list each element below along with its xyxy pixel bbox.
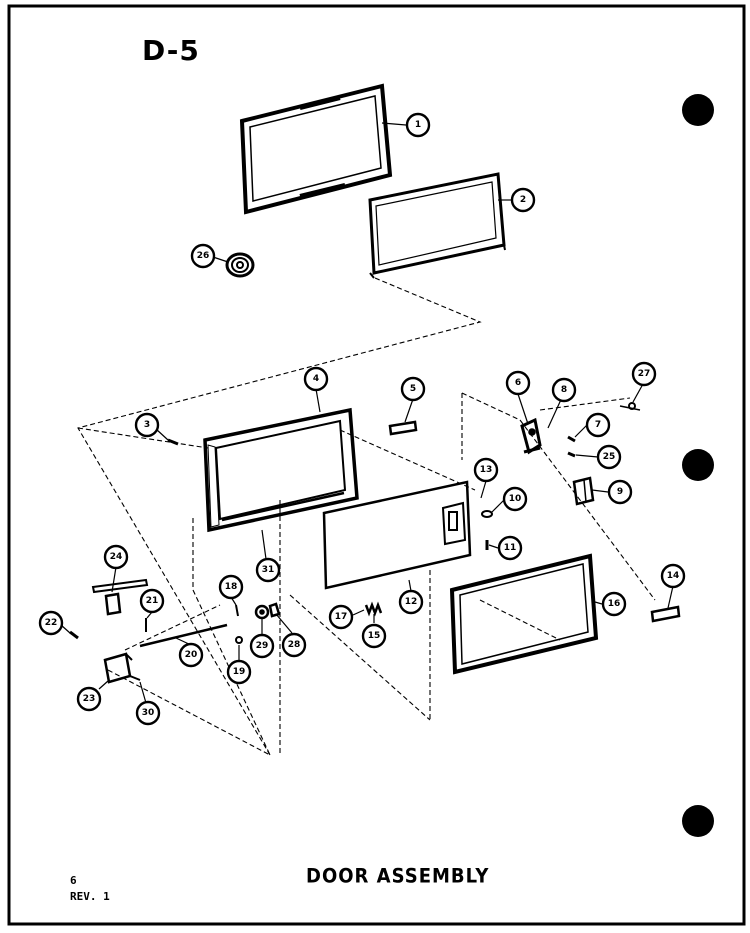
part-latch-assembly xyxy=(520,417,542,455)
svg-text:18: 18 xyxy=(225,582,238,592)
svg-text:24: 24 xyxy=(110,552,123,562)
revision-label: REV. 1 xyxy=(70,890,110,903)
callout-28: 28 xyxy=(281,632,307,658)
svg-text:8: 8 xyxy=(561,385,567,395)
part-rod xyxy=(139,623,228,648)
page-number: 6 xyxy=(70,874,77,887)
svg-text:26: 26 xyxy=(197,251,210,261)
svg-text:7: 7 xyxy=(595,420,601,430)
svg-text:25: 25 xyxy=(603,452,616,462)
part-screw-7 xyxy=(567,435,576,443)
svg-text:12: 12 xyxy=(405,597,418,607)
callout-18: 18 xyxy=(218,574,244,600)
svg-text:13: 13 xyxy=(480,465,493,475)
callout-3: 3 xyxy=(134,412,160,438)
binder-hole-top xyxy=(682,94,714,126)
callout-1: 1 xyxy=(405,112,431,138)
callout-23: 23 xyxy=(76,686,102,712)
callout-22: 22 xyxy=(38,610,64,636)
part-hinge-bracket xyxy=(388,420,418,436)
binder-hole-middle xyxy=(682,449,714,481)
svg-text:5: 5 xyxy=(410,384,416,394)
part-screw-10 xyxy=(481,510,493,518)
callout-7: 7 xyxy=(585,412,611,438)
part-latch-block xyxy=(572,476,595,506)
svg-text:19: 19 xyxy=(233,667,246,677)
callout-2: 2 xyxy=(510,187,536,213)
part-spring-15 xyxy=(364,601,383,617)
svg-text:17: 17 xyxy=(335,612,348,622)
callout-19: 19 xyxy=(226,659,252,685)
part-screw-22 xyxy=(69,630,79,640)
part-door-frame xyxy=(203,407,359,533)
svg-text:2: 2 xyxy=(520,195,526,205)
callout-29: 29 xyxy=(249,633,275,659)
svg-text:15: 15 xyxy=(368,631,381,641)
callout-26: 26 xyxy=(190,243,216,269)
callout-30: 30 xyxy=(135,700,161,726)
callout-27: 27 xyxy=(631,361,657,387)
part-spring-27 xyxy=(619,402,641,411)
page-border xyxy=(7,4,746,926)
binder-hole-bottom xyxy=(682,805,714,837)
svg-text:9: 9 xyxy=(617,487,623,497)
callout-24: 24 xyxy=(103,544,129,570)
part-bushing-28 xyxy=(268,602,281,618)
svg-text:27: 27 xyxy=(638,369,651,379)
svg-text:29: 29 xyxy=(256,641,269,651)
part-cable-coil xyxy=(225,252,255,278)
svg-text:16: 16 xyxy=(608,599,621,609)
svg-text:4: 4 xyxy=(313,374,319,384)
part-screw-18 xyxy=(235,604,239,617)
svg-text:14: 14 xyxy=(667,571,680,581)
callout-4: 4 xyxy=(303,366,329,392)
svg-text:6: 6 xyxy=(515,378,521,388)
part-bushing-29 xyxy=(254,604,270,620)
callout-11: 11 xyxy=(497,535,523,561)
svg-text:23: 23 xyxy=(83,694,96,704)
svg-text:20: 20 xyxy=(185,650,198,660)
page-label: D-5 xyxy=(142,34,200,67)
part-door-inner-panel xyxy=(322,480,472,590)
callout-14: 14 xyxy=(660,563,686,589)
callout-21: 21 xyxy=(139,588,165,614)
svg-text:30: 30 xyxy=(142,708,155,718)
callout-13: 13 xyxy=(473,457,499,483)
part-screw-3 xyxy=(167,438,179,446)
leader-lines xyxy=(60,122,674,704)
callout-17: 17 xyxy=(328,604,354,630)
svg-text:3: 3 xyxy=(144,420,150,430)
callout-20: 20 xyxy=(178,642,204,668)
svg-text:22: 22 xyxy=(45,618,58,628)
callout-9: 9 xyxy=(607,479,633,505)
part-washer-19 xyxy=(235,636,243,644)
svg-text:11: 11 xyxy=(504,543,517,553)
part-door-frame-box xyxy=(368,172,506,279)
callout-25: 25 xyxy=(596,444,622,470)
part-outer-door-panel xyxy=(239,83,393,215)
callout-10: 10 xyxy=(502,486,528,512)
callout-15: 15 xyxy=(361,623,387,649)
part-lever-bracket xyxy=(103,652,141,684)
callout-5: 5 xyxy=(400,376,426,402)
svg-text:21: 21 xyxy=(146,596,159,606)
part-window-frame xyxy=(449,553,599,675)
svg-text:31: 31 xyxy=(262,565,275,575)
svg-text:28: 28 xyxy=(288,640,301,650)
part-handle xyxy=(650,605,681,623)
callout-8: 8 xyxy=(551,377,577,403)
svg-text:1: 1 xyxy=(415,120,421,130)
callout-16: 16 xyxy=(601,591,627,617)
callout-12: 12 xyxy=(398,589,424,615)
part-screw-25 xyxy=(567,451,576,458)
assembly-guide-lines xyxy=(77,277,656,756)
callout-6: 6 xyxy=(505,370,531,396)
callout-31: 31 xyxy=(255,557,281,583)
diagram-title: DOOR ASSEMBLY xyxy=(306,864,490,889)
svg-text:10: 10 xyxy=(509,494,522,504)
part-bracket-24 xyxy=(91,578,149,616)
